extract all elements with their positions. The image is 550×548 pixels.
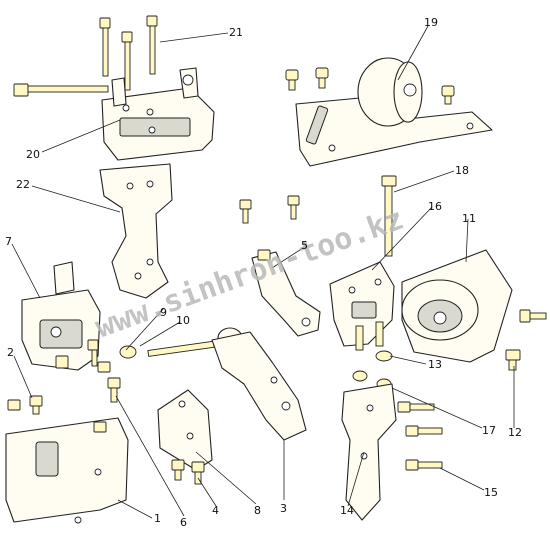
part-2-bolt [7, 395, 43, 415]
callout-14: 14 [340, 504, 354, 517]
callout-17: 17 [482, 424, 496, 437]
part-9-10-bolts [87, 339, 137, 373]
callout-16: 16 [428, 200, 442, 213]
callout-1: 1 [154, 512, 161, 525]
callout-11: 11 [462, 212, 476, 225]
callout-3: 3 [280, 502, 287, 515]
callout-7: 7 [5, 235, 12, 248]
part-20-upper-bracket [13, 67, 215, 161]
callout-18: 18 [455, 164, 469, 177]
callout-10: 10 [176, 314, 190, 327]
callout-13: 13 [428, 358, 442, 371]
part-1-bottom-plate [5, 417, 129, 524]
callout-numbers: 21 20 19 22 18 16 11 5 7 9 10 2 13 17 12… [5, 16, 522, 529]
part-12-bolt [505, 349, 521, 371]
part-5-arm [251, 249, 321, 337]
callout-2: 2 [7, 346, 14, 359]
callout-22: 22 [16, 178, 30, 191]
part-16-bracket [329, 261, 395, 351]
part-13-17-nuts [352, 350, 393, 390]
callout-12: 12 [508, 426, 522, 439]
callout-15: 15 [484, 486, 498, 499]
part-7-left-mount [21, 261, 101, 371]
part-3-main-bracket [147, 327, 307, 441]
bolts-center [239, 195, 300, 224]
callout-20: 20 [26, 148, 40, 161]
part-21-bolts [99, 15, 158, 91]
part-22-bracket [99, 163, 173, 299]
part-18-long-bolt [381, 175, 397, 257]
callout-9: 9 [160, 306, 167, 319]
part-15-bolts [397, 401, 443, 471]
callout-6: 6 [180, 516, 187, 529]
part-8-plate [157, 389, 213, 471]
part-11-front-mount [401, 249, 547, 363]
part-6-bolt [107, 377, 121, 403]
callout-21: 21 [229, 26, 243, 39]
callout-5: 5 [301, 239, 308, 252]
callout-19: 19 [424, 16, 438, 29]
callout-8: 8 [254, 504, 261, 517]
leader-lines [11, 25, 515, 519]
part-19-rear-mount [285, 57, 493, 167]
callout-4: 4 [212, 504, 219, 517]
